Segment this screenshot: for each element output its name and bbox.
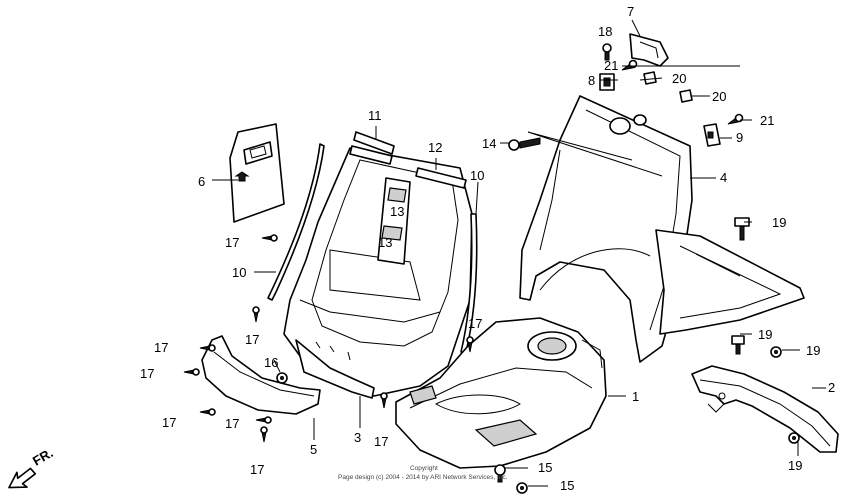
label-2: 2	[828, 380, 835, 395]
label-19-c: 19	[806, 343, 820, 358]
screw-17-icons	[183, 234, 474, 443]
copyright-line-1: Copyright	[410, 465, 438, 472]
label-6: 6	[198, 174, 205, 189]
label-10-left: 10	[232, 265, 246, 280]
front-direction-arrow: FR.	[8, 445, 56, 489]
label-19-a: 19	[772, 215, 786, 230]
part-20-nut-b	[679, 89, 693, 103]
label-17-h: 17	[374, 434, 388, 449]
part-10-right-strip	[460, 213, 478, 353]
label-17-f: 17	[225, 416, 239, 431]
bolt-18-icon	[602, 43, 612, 61]
label-11: 11	[368, 108, 382, 123]
part-20-nut-a	[643, 71, 657, 85]
label-5: 5	[310, 442, 317, 457]
label-18: 18	[598, 24, 612, 39]
label-3: 3	[354, 430, 361, 445]
label-21-a: 21	[604, 58, 618, 73]
part-4-inner-rear-cover	[519, 95, 805, 363]
bolt-19-icons	[731, 217, 800, 444]
label-4: 4	[720, 170, 727, 185]
copyright-notice: Copyright Page design (c) 2004 - 2014 by…	[338, 465, 508, 481]
part-2-mudguard	[691, 365, 839, 453]
label-8: 8	[588, 73, 595, 88]
label-21-b: 21	[760, 113, 774, 128]
part-5-lower-trim	[201, 335, 321, 415]
part-6-panel	[229, 123, 285, 223]
part-1-front-cover	[395, 317, 607, 469]
label-17-g: 17	[250, 462, 264, 477]
part-8-clip	[599, 73, 615, 91]
bolt-15-icons	[494, 464, 528, 494]
label-17-a: 17	[225, 235, 239, 250]
label-1: 1	[632, 389, 639, 404]
label-17-c: 17	[154, 340, 168, 355]
label-17-d: 17	[140, 366, 154, 381]
label-17-b: 17	[245, 332, 259, 347]
copyright-line-2: Page design (c) 2004 - 2014 by ARI Netwo…	[338, 474, 508, 481]
label-19-b: 19	[758, 327, 772, 342]
label-17-i: 17	[468, 316, 482, 331]
label-16: 16	[264, 355, 278, 370]
leader-lines	[212, 19, 826, 487]
bolt-14-icon	[508, 137, 541, 151]
label-15-upper: 15	[538, 460, 552, 475]
screw-16-icon	[276, 372, 288, 384]
part-10-left-strip	[267, 143, 325, 301]
part-3-inner-cover	[283, 145, 473, 399]
label-14: 14	[482, 136, 496, 151]
label-17-e: 17	[162, 415, 176, 430]
part-labels: 1 2 3 4 5 6 7 8 9 10 10 11 12 13 13 14 1…	[140, 4, 835, 493]
label-19-d: 19	[788, 458, 802, 473]
label-20-b: 20	[712, 89, 726, 104]
label-10-right: 10	[470, 168, 484, 183]
label-13-lower: 13	[378, 235, 392, 250]
part-11-strip	[353, 131, 395, 155]
label-20-a: 20	[672, 71, 686, 86]
label-15-lower: 15	[560, 478, 574, 493]
label-13-upper: 13	[390, 204, 404, 219]
label-7: 7	[627, 4, 634, 19]
part-12-strip	[415, 167, 467, 189]
part-9-clip	[703, 123, 721, 147]
label-9: 9	[736, 130, 743, 145]
label-12: 12	[428, 140, 442, 155]
direction-label: FR.	[30, 445, 56, 468]
